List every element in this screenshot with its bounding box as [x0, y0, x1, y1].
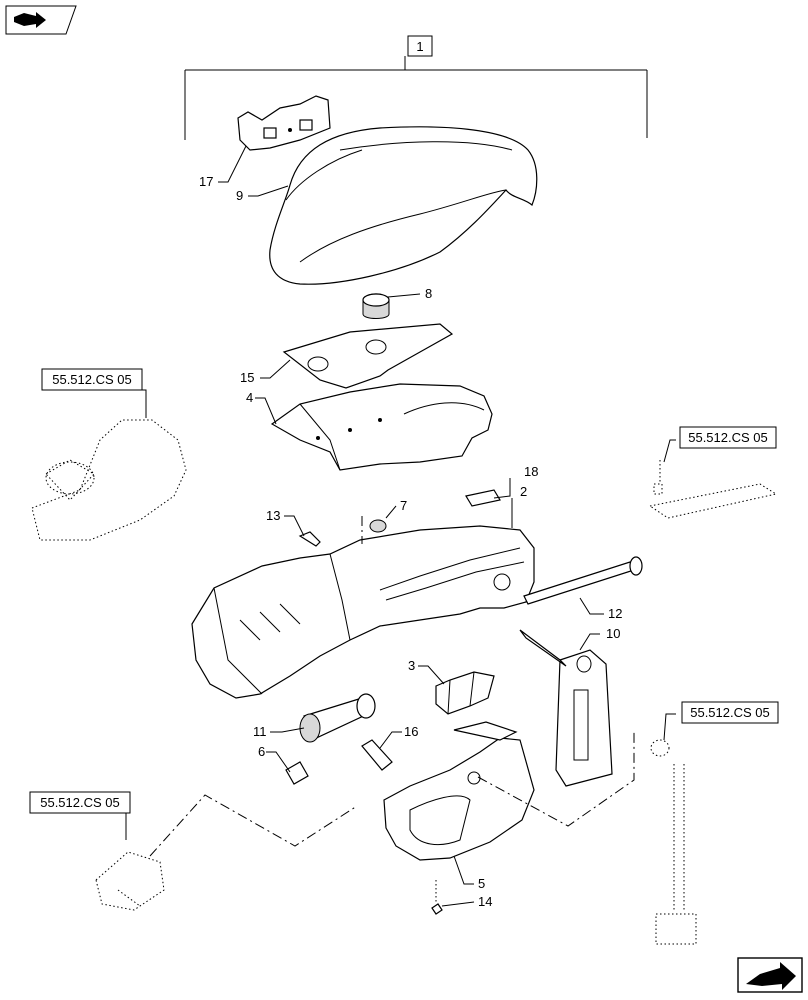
part-4-upper-housing — [270, 383, 493, 471]
callout-7: 7 — [400, 498, 407, 513]
callout-8: 8 — [425, 286, 432, 301]
previous-page-arrow-icon[interactable] — [5, 5, 77, 35]
leader-lines — [125, 145, 676, 907]
callout-2: 2 — [520, 484, 527, 499]
callout-6: 6 — [258, 744, 265, 759]
part-8-knob — [362, 293, 390, 319]
callout-16: 16 — [404, 724, 418, 739]
reference-box-right-bottom[interactable]: 55.512.CS 05 — [681, 701, 779, 724]
ghost-reference-right-bottom — [650, 739, 697, 945]
part-14-screw — [431, 880, 443, 915]
assembly-bracket: 1 — [184, 35, 648, 140]
callout-12: 12 — [608, 606, 622, 621]
part-17-connector-bracket — [237, 95, 331, 151]
callout-13: 13 — [266, 508, 280, 523]
part-12-rod — [523, 556, 643, 605]
part-16-spring — [361, 739, 393, 771]
assembly-number: 1 — [416, 39, 423, 54]
reference-label: 55.512.CS 05 — [52, 372, 132, 387]
callout-14: 14 — [478, 894, 492, 909]
part-5-lower-cover — [383, 721, 535, 861]
ghost-reference-right-top — [648, 460, 778, 519]
callout-10: 10 — [606, 626, 620, 641]
reference-label: 55.512.CS 05 — [40, 795, 120, 810]
callout-9: 9 — [236, 188, 243, 203]
part-6-clip — [285, 761, 309, 785]
part-3-clip — [435, 671, 495, 715]
part-18-block — [465, 489, 501, 507]
part-10-bracket — [519, 629, 613, 787]
assembly-number-box — [407, 35, 433, 57]
reference-box-left-top[interactable]: 55.512.CS 05 — [41, 368, 143, 391]
callout-17: 17 — [199, 174, 213, 189]
callout-18: 18 — [524, 464, 538, 479]
ghost-reference-left-bottom — [95, 851, 165, 911]
callout-11: 11 — [253, 724, 267, 739]
part-9-armrest-cover — [269, 126, 538, 285]
callout-4: 4 — [246, 390, 253, 405]
reference-box-right-top[interactable]: 55.512.CS 05 — [679, 426, 777, 449]
callout-labels: 17 9 8 15 4 18 2 7 13 12 10 3 11 6 16 5 … — [199, 174, 622, 909]
part-13-screw — [298, 531, 321, 547]
next-page-arrow-icon[interactable] — [737, 957, 803, 993]
part-7-nut — [369, 519, 387, 533]
part-2-main-housing — [191, 525, 535, 699]
callout-3: 3 — [408, 658, 415, 673]
callout-15: 15 — [240, 370, 254, 385]
part-15-plate — [282, 323, 454, 389]
callout-5: 5 — [478, 876, 485, 891]
part-11-grip — [299, 693, 376, 743]
reference-label: 55.512.CS 05 — [690, 705, 770, 720]
ghost-reference-left-top — [31, 419, 187, 541]
reference-box-left-bottom[interactable]: 55.512.CS 05 — [29, 791, 131, 814]
reference-label: 55.512.CS 05 — [688, 430, 768, 445]
